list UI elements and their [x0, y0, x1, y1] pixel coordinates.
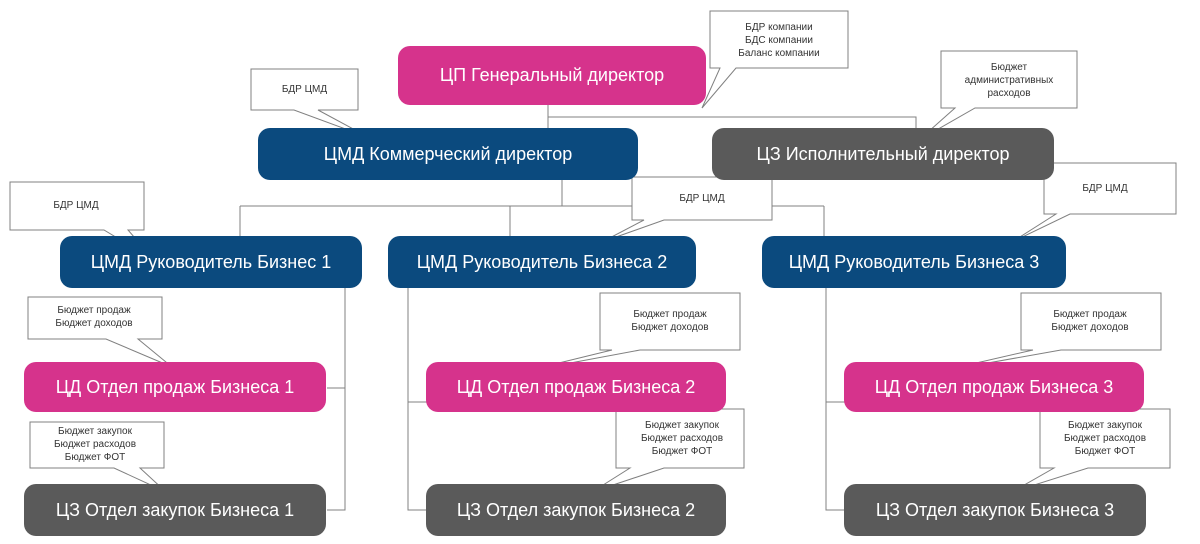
node-commercial-director: ЦМД Коммерческий директор — [258, 128, 638, 180]
node-executive-director: ЦЗ Исполнительный директор — [712, 128, 1054, 180]
node-ceo: ЦП Генеральный директор — [398, 46, 706, 105]
connector-commercial-business — [239, 180, 825, 236]
callout-sales2-bubble — [521, 292, 741, 373]
callout-sales3-bubble — [936, 292, 1162, 373]
connector-biz3-subunits — [825, 288, 846, 511]
node-sales-dept-1: ЦД Отдел продаж Бизнеса 1 — [24, 362, 326, 412]
callout-biz2-bubble — [601, 176, 773, 243]
callout-sales1-bubble — [27, 296, 173, 368]
node-sales-dept-2: ЦД Отдел продаж Бизнеса 2 — [426, 362, 726, 412]
callout-commercial-bubble — [250, 68, 371, 139]
callout-commercial: БДР ЦМД — [281, 83, 328, 95]
connector-biz2-subunits — [407, 288, 428, 511]
callout-executive-bubble — [918, 50, 1078, 141]
callout-ceo-bubble — [701, 10, 849, 109]
callout-biz3-bubble — [1011, 162, 1177, 243]
node-business-1-head: ЦМД Руководитель Бизнес 1 — [60, 236, 362, 288]
callout-purch3: Бюджет закупок Бюджет расходов Бюджет ФО… — [1063, 419, 1147, 457]
callout-biz2: БДР ЦМД — [679, 192, 725, 204]
node-business-2-head: ЦМД Руководитель Бизнеса 2 — [388, 236, 696, 288]
callout-purch1: Бюджет закупок Бюджет расходов Бюджет ФО… — [53, 425, 137, 463]
node-purchasing-dept-3: ЦЗ Отдел закупок Бизнеса 3 — [844, 484, 1146, 536]
callout-purch2: Бюджет закупок Бюджет расходов Бюджет ФО… — [640, 419, 724, 457]
connector-biz1-subunits — [327, 288, 346, 511]
callout-biz3: БДР ЦМД — [1082, 182, 1128, 194]
callout-purch2-bubble — [591, 408, 745, 493]
callout-purch3-bubble — [1011, 408, 1171, 493]
node-purchasing-dept-2: ЦЗ Отдел закупок Бизнеса 2 — [426, 484, 726, 536]
node-business-3-head: ЦМД Руководитель Бизнеса 3 — [762, 236, 1066, 288]
callout-sales1: Бюджет продаж Бюджет доходов — [55, 305, 133, 329]
callout-ceo: БДР компании БДС компании Баланс компани… — [738, 21, 820, 59]
callout-executive: Бюджет административных расходов — [964, 61, 1054, 99]
callout-sales2: Бюджет продаж Бюджет доходов — [631, 309, 709, 333]
callout-purch1-bubble — [29, 421, 167, 493]
callout-sales3: Бюджет продаж Бюджет доходов — [1051, 309, 1129, 333]
callout-biz1: БДР ЦМД — [53, 199, 99, 211]
node-purchasing-dept-1: ЦЗ Отдел закупок Бизнеса 1 — [24, 484, 326, 536]
node-sales-dept-3: ЦД Отдел продаж Бизнеса 3 — [844, 362, 1144, 412]
